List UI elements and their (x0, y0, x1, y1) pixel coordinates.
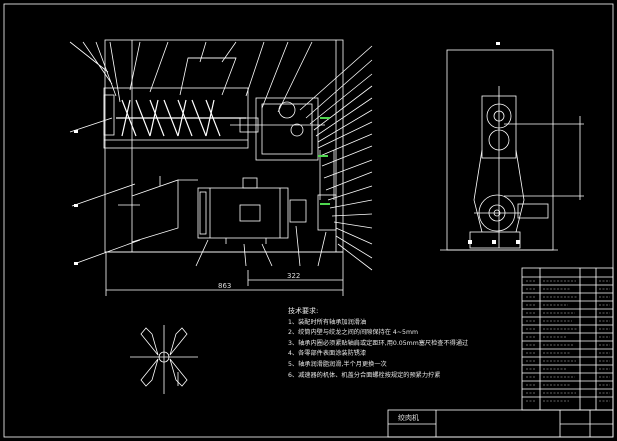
requirement-item: 5、轴承润滑脂润滑,半个月更换一次 (288, 360, 387, 368)
requirement-item: 2、绞筒内壁与绞龙之间的间隙保持在 4~5mm (288, 329, 419, 337)
requirement-item: 3、轴承内圈必须紧贴轴肩或定距环,用0.05mm塞尺检查不得通过 (288, 339, 469, 347)
requirement-item: 6、减速器的机体、机盖分合面螺栓按规定的预紧力拧紧 (288, 371, 441, 379)
drawing-name: 绞肉机 (398, 413, 419, 422)
cutter-blade-detail (130, 325, 198, 394)
dimension-motor-offset: 322 (287, 272, 300, 280)
technical-requirements-heading: 技术要求: (288, 307, 319, 315)
electric-motor (197, 177, 307, 244)
side-view (440, 49, 584, 251)
parts-list-table (521, 267, 614, 411)
title-block (387, 409, 614, 438)
requirement-item: 1、装配时所有轴承加润滑油 (288, 318, 367, 326)
technical-requirements: 技术要求: 1、装配时所有轴承加润滑油 2、绞筒内壁与绞龙之间的间隙保持在 4~… (288, 306, 468, 381)
gear-box (255, 97, 319, 161)
drawing-frame (3, 3, 614, 438)
dimension-total-length: 863 (218, 282, 231, 290)
auger-screw (116, 99, 246, 137)
requirement-item: 4、各零部件表面涂装防锈漆 (288, 350, 367, 358)
front-view (69, 39, 373, 296)
